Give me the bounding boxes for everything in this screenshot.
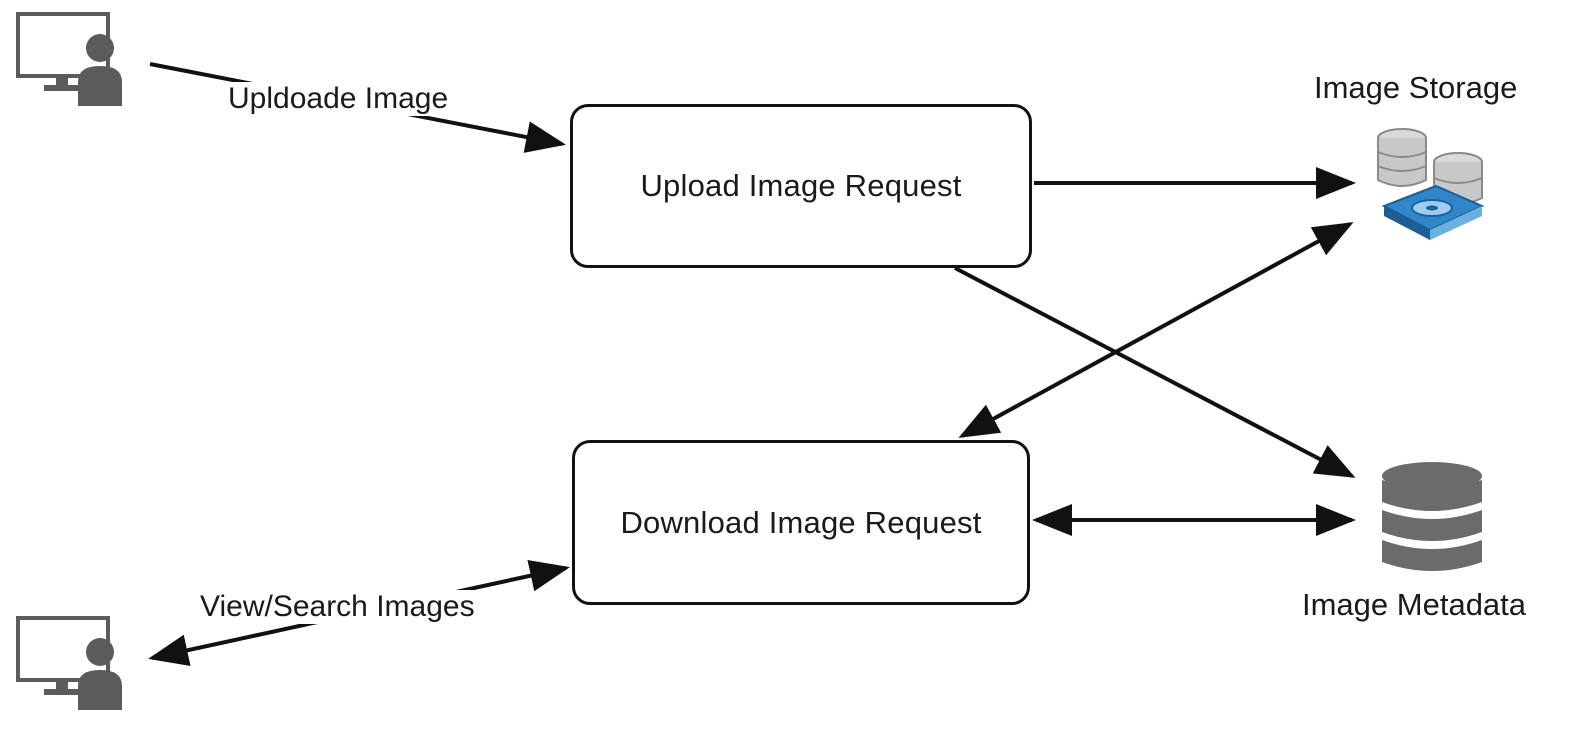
image-metadata-label: Image Metadata: [1302, 587, 1527, 622]
upload-image-request-node: Upload Image Request: [570, 104, 1032, 268]
user-at-computer-icon: [16, 12, 122, 106]
arrow-storage-download-bidirectional: [958, 222, 1354, 438]
download-image-request-node: Download Image Request: [572, 440, 1030, 605]
download-image-request-label: Download Image Request: [620, 504, 982, 540]
image-storage-label: Image Storage: [1314, 70, 1518, 105]
upload-image-request-label: Upload Image Request: [640, 168, 962, 203]
view-search-edge-label: View/Search Images: [198, 590, 477, 624]
database-cylinder-icon: [1382, 462, 1482, 571]
upload-image-edge-label: Upldoade Image: [226, 82, 451, 116]
hard-disk-database-icon: [1377, 128, 1485, 240]
user-at-computer-icon: [16, 616, 122, 710]
